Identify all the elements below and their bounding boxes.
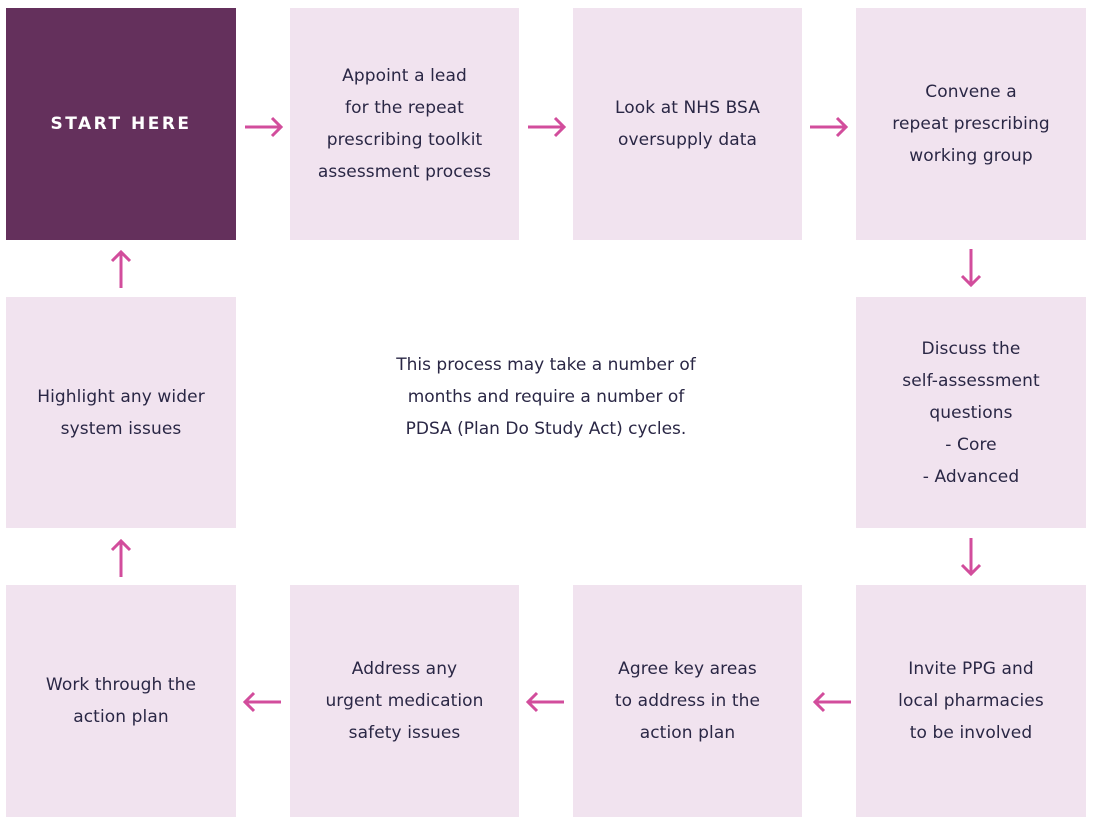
- step-label: Look at NHS BSA oversupply data: [614, 98, 760, 150]
- arrow-up-icon: [109, 538, 133, 578]
- step-self-assessment: Discuss the self-assessment questions - …: [856, 297, 1086, 528]
- arrow-down-icon: [959, 537, 983, 577]
- arrow-down-icon: [959, 248, 983, 288]
- step-label: Invite PPG and local pharmacies to be in…: [898, 659, 1044, 743]
- step-action-plan: Work through the action plan: [6, 585, 236, 817]
- process-note: This process may take a number of months…: [396, 355, 696, 439]
- step-label: Work through the action plan: [45, 675, 197, 727]
- step-nhs-bsa-data: Look at NHS BSA oversupply data: [573, 8, 802, 240]
- step-label: Highlight any wider system issues: [37, 386, 205, 439]
- arrow-left-icon: [525, 690, 565, 714]
- step-agree-key-areas: Agree key areas to address in the action…: [573, 585, 802, 817]
- step-label: Appoint a lead for the repeat prescribin…: [317, 66, 492, 182]
- arrow-left-icon: [812, 690, 852, 714]
- arrow-right-icon: [527, 115, 567, 139]
- step-label: Discuss the self-assessment questions - …: [902, 338, 1040, 487]
- arrow-up-icon: [109, 249, 133, 289]
- start-here-label: START HERE: [50, 114, 192, 134]
- step-label: Convene a repeat prescribing working gro…: [892, 82, 1050, 166]
- step-working-group: Convene a repeat prescribing working gro…: [856, 8, 1086, 240]
- step-label: Agree key areas to address in the action…: [614, 659, 761, 743]
- start-here-box: START HERE: [6, 8, 236, 240]
- arrow-right-icon: [809, 115, 849, 139]
- arrow-right-icon: [244, 115, 284, 139]
- arrow-left-icon: [242, 690, 282, 714]
- step-appoint-lead: Appoint a lead for the repeat prescribin…: [290, 8, 519, 240]
- step-label: Address any urgent medication safety iss…: [325, 659, 484, 743]
- step-wider-issues: Highlight any wider system issues: [6, 297, 236, 528]
- step-invite-ppg: Invite PPG and local pharmacies to be in…: [856, 585, 1086, 817]
- step-urgent-safety: Address any urgent medication safety iss…: [290, 585, 519, 817]
